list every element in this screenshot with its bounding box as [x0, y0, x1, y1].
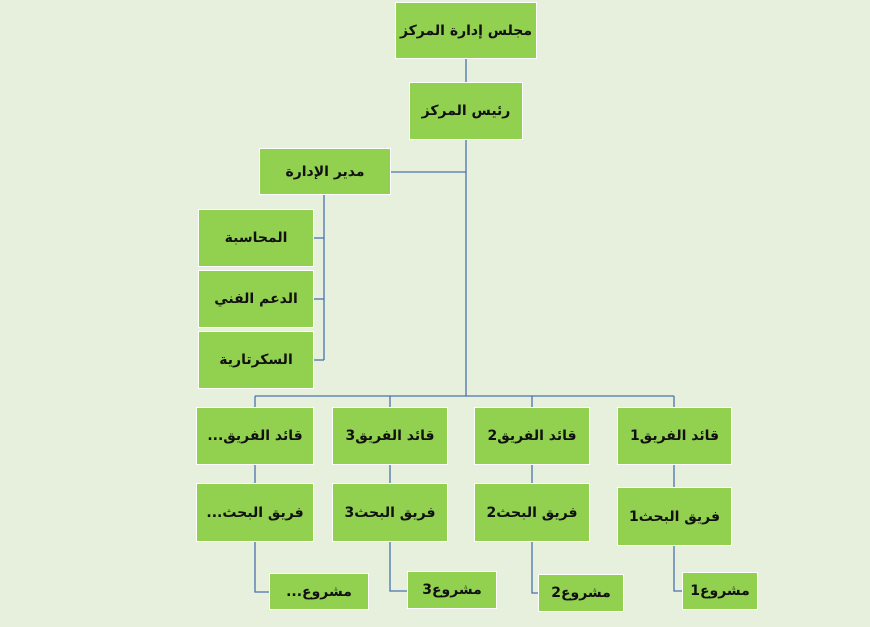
admin-unit-secretariat: السكرتارية	[198, 331, 314, 389]
research-team-1: فريق البحث1	[617, 487, 732, 546]
connector-research-project-2	[531, 541, 539, 594]
project-1: مشروع1	[682, 572, 758, 610]
connector-research-project-1	[673, 545, 683, 592]
team-leader-1: قائد الفريق1	[617, 407, 732, 465]
project-2: مشروع2	[538, 574, 624, 612]
project-3: مشروع3	[407, 571, 497, 609]
admin-manager-box: مدير الإدارة	[259, 148, 391, 195]
project-4: مشروع...	[269, 573, 369, 610]
director-box: رئيس المركز	[409, 82, 523, 140]
connector-research-project-4	[254, 541, 270, 593]
research-team-2: فريق البحث2	[474, 483, 590, 542]
research-team-4: فريق البحث...	[196, 483, 314, 542]
board-box: مجلس إدارة المركز	[395, 2, 537, 59]
admin-unit-technical-support: الدعم الفني	[198, 270, 314, 328]
team-leader-4: قائد الفريق...	[196, 407, 314, 465]
research-team-3: فريق البحث3	[332, 483, 448, 542]
team-leader-3: قائد الفريق3	[332, 407, 448, 465]
admin-unit-accounting: المحاسبة	[198, 209, 314, 267]
connector-research-project-3	[389, 541, 408, 592]
team-leader-2: قائد الفريق2	[474, 407, 590, 465]
